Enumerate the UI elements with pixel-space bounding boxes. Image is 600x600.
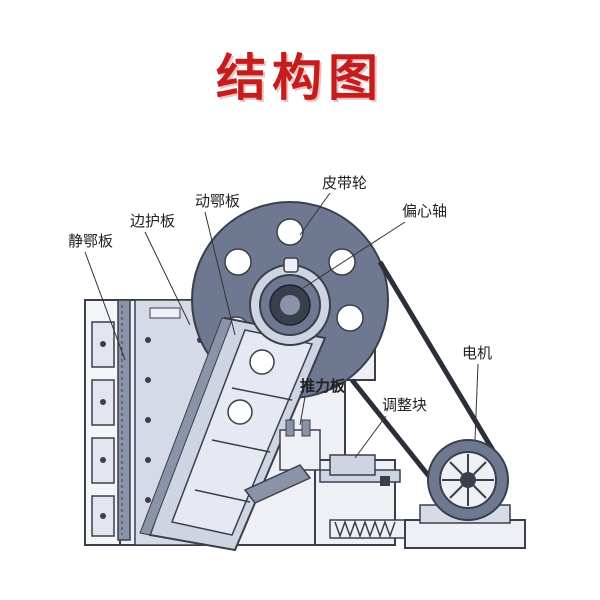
svg-text:边护板: 边护板 bbox=[130, 212, 175, 230]
label-adjusting-block: 调整块 bbox=[354, 396, 427, 459]
label-fixed-jaw: 静鄂板 bbox=[68, 232, 126, 361]
svg-text:偏心轴: 偏心轴 bbox=[402, 202, 447, 220]
svg-text:静鄂板: 静鄂板 bbox=[68, 232, 113, 250]
label-movable-jaw: 动鄂板 bbox=[195, 192, 240, 336]
svg-text:调整块: 调整块 bbox=[382, 396, 427, 414]
label-side-guard: 边护板 bbox=[130, 212, 191, 326]
motor bbox=[404, 439, 526, 549]
svg-text:推力板: 推力板 bbox=[300, 377, 346, 395]
label-toggle-plate: 推力板 bbox=[299, 377, 346, 426]
svg-text:皮带轮: 皮带轮 bbox=[322, 174, 367, 192]
label-belt-pulley: 皮带轮 bbox=[299, 174, 367, 236]
diagram-title: 结构图 bbox=[216, 48, 384, 107]
movable-jaw bbox=[139, 316, 327, 552]
eccentric-shaft bbox=[249, 257, 331, 346]
adjusting-block bbox=[329, 454, 406, 539]
svg-text:动鄂板: 动鄂板 bbox=[195, 192, 240, 210]
label-motor: 电机 bbox=[462, 344, 492, 441]
svg-text:电机: 电机 bbox=[462, 344, 492, 362]
fixed-jaw-plate bbox=[117, 299, 131, 541]
toggle-plate bbox=[243, 419, 401, 504]
label-eccentric-shaft: 偏心轴 bbox=[299, 202, 447, 291]
